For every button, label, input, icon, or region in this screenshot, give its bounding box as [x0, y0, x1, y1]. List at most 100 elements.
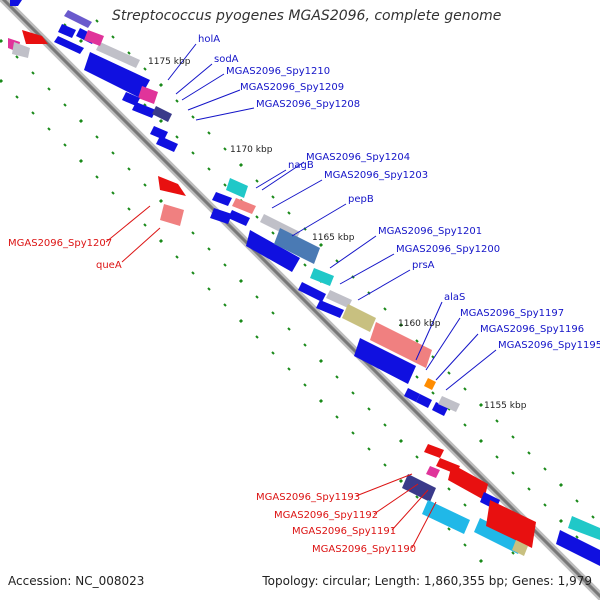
gene-block: [84, 30, 104, 46]
kbp-label: 1165 kbp: [312, 233, 355, 243]
tick-mark: [575, 499, 579, 503]
gene-block: [138, 86, 158, 104]
tick-mark: [575, 535, 579, 539]
gene-block: [58, 24, 76, 38]
gene-block: [232, 198, 256, 214]
tick-mark: [383, 423, 387, 427]
tick-mark: [207, 131, 211, 135]
gene-block: [512, 540, 528, 556]
gene-block: [22, 30, 48, 44]
gene-block: [424, 444, 444, 458]
gene-block: [122, 92, 140, 106]
tick-mark: [271, 351, 275, 355]
gene-block: [316, 300, 344, 318]
tick-mark: [591, 515, 595, 519]
gene-label: MGAS2096_Spy1196: [480, 324, 584, 335]
tick-mark: [287, 367, 291, 371]
tick-mark: [0, 78, 4, 84]
tick-mark: [318, 358, 324, 364]
gene-label: MGAS2096_Spy1193: [256, 492, 360, 503]
gene-block: [402, 474, 436, 502]
tick-mark: [527, 487, 531, 491]
tick-mark: [463, 423, 467, 427]
gene-block: [354, 338, 416, 384]
tick-mark: [415, 339, 419, 343]
gene-label: holA: [198, 34, 220, 45]
tick-mark: [47, 127, 51, 131]
tick-mark: [158, 198, 164, 204]
tick-mark: [463, 503, 467, 507]
tick-mark: [431, 391, 435, 395]
tick-mark: [511, 471, 515, 475]
tick-mark: [415, 495, 419, 499]
tick-mark: [558, 482, 564, 488]
gene-block: [370, 322, 432, 368]
gene-label: MGAS2096_Spy1203: [324, 170, 428, 181]
tick-mark: [143, 67, 147, 71]
tick-mark: [238, 278, 244, 284]
tick-mark: [287, 211, 291, 215]
tick-mark: [95, 135, 99, 139]
gene-label: MGAS2096_Spy1200: [396, 244, 500, 255]
tick-mark: [511, 551, 515, 555]
gene-label: MGAS2096_Spy1201: [378, 226, 482, 237]
gene-label: MGAS2096_Spy1192: [274, 510, 378, 521]
tick-mark: [95, 19, 99, 23]
genome-title: Streptococcus pyogenes MGAS2096, complet…: [112, 8, 502, 24]
gene-block: [84, 52, 150, 98]
gene-block: [474, 518, 524, 554]
gene-block: [150, 126, 168, 140]
gene-block: [422, 500, 470, 534]
tick-mark: [463, 387, 467, 391]
gene-block: [426, 466, 440, 478]
gene-block: [326, 290, 352, 308]
gene-label: alaS: [444, 292, 465, 303]
tick-mark: [318, 242, 324, 248]
gene-block: [556, 530, 600, 566]
gene-label: MGAS2096_Spy1197: [460, 308, 564, 319]
kbp-label: 1175 kbp: [148, 57, 191, 67]
tick-mark: [223, 147, 227, 151]
gene-block: [226, 178, 248, 198]
tick-mark: [111, 35, 115, 39]
tick-mark: [255, 215, 259, 219]
gene-block: [568, 516, 600, 540]
tick-mark: [271, 195, 275, 199]
tick-mark: [78, 118, 84, 124]
tick-mark: [191, 231, 195, 235]
gene-block: [432, 402, 448, 416]
tick-mark: [271, 311, 275, 315]
tick-mark: [463, 543, 467, 547]
gene-block: [132, 102, 156, 118]
tick-mark: [495, 455, 499, 459]
accession-text: Accession: NC_008023: [8, 574, 145, 588]
gene-block: [342, 304, 376, 332]
tick-mark: [478, 438, 484, 444]
tick-mark: [447, 371, 451, 375]
tick-mark: [415, 455, 419, 459]
kbp-label: 1170 kbp: [230, 145, 273, 155]
tick-mark: [207, 167, 211, 171]
gene-label: MGAS2096_Spy1191: [292, 526, 396, 537]
tick-mark: [63, 103, 67, 107]
tick-mark: [143, 183, 147, 187]
tick-mark: [447, 527, 451, 531]
tick-mark: [287, 327, 291, 331]
tick-mark: [31, 111, 35, 115]
gene-label: MGAS2096_Spy1204: [306, 152, 410, 163]
gene-block: [298, 282, 326, 302]
gene-block: [158, 176, 186, 196]
gene-block: [160, 204, 184, 226]
gene-block: [54, 36, 84, 54]
tick-mark: [303, 343, 307, 347]
tick-mark: [47, 87, 51, 91]
gene-block: [416, 394, 432, 408]
tick-mark: [175, 135, 179, 139]
tick-mark: [527, 451, 531, 455]
gene-block: [152, 106, 172, 122]
gene-block: [12, 42, 30, 58]
tick-mark: [207, 287, 211, 291]
tick-mark: [255, 335, 259, 339]
tick-mark: [223, 263, 227, 267]
